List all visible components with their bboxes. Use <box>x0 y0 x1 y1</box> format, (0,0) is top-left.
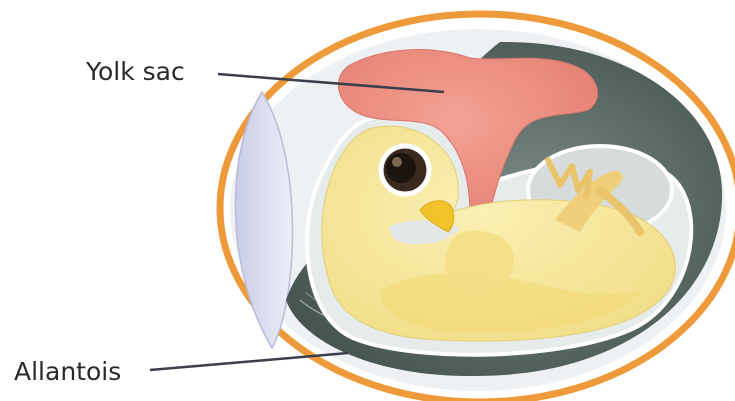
allantois-label: Allantois <box>14 359 121 384</box>
yolk-sac-label: Yolk sac <box>86 59 185 84</box>
